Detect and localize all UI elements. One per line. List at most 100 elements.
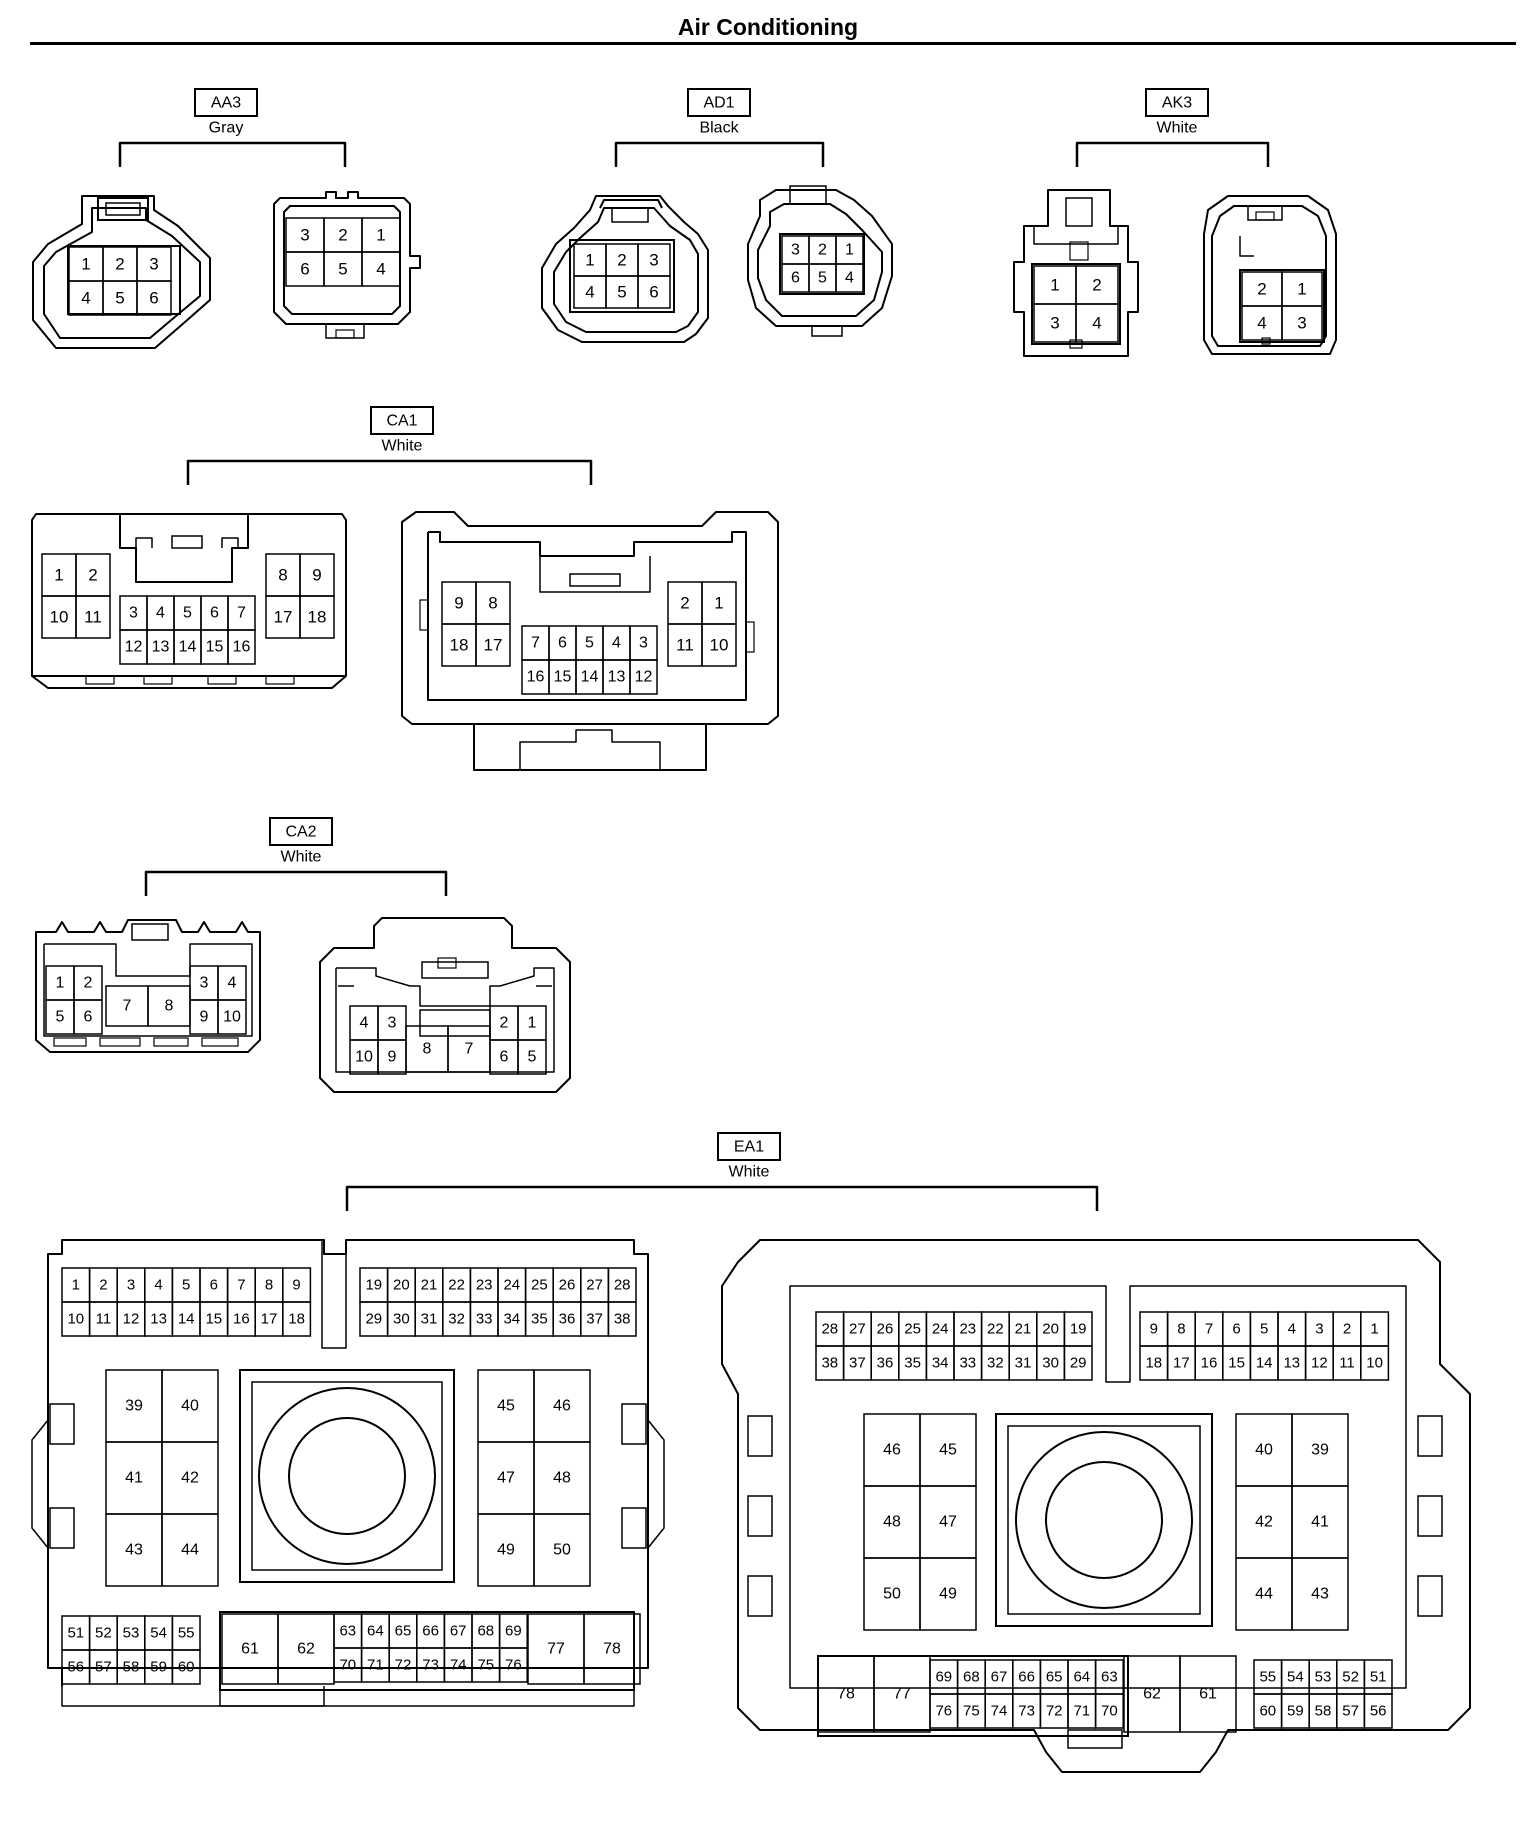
outline	[335, 967, 555, 1073]
pin-number: 9	[312, 566, 321, 585]
outline	[335, 329, 355, 339]
pin-number: 1	[1370, 1321, 1378, 1338]
outline	[1417, 1575, 1443, 1617]
pin-number: 16	[1201, 1355, 1218, 1372]
outline	[288, 1417, 406, 1535]
pin-number: 45	[939, 1442, 957, 1459]
pin-number: 54	[1287, 1669, 1304, 1686]
pin-number: 4	[81, 289, 90, 308]
pin-number: 44	[1255, 1586, 1273, 1603]
outline	[135, 537, 153, 548]
outline	[219, 1611, 635, 1691]
pin-number: 65	[1046, 1669, 1063, 1686]
pin-number: 2	[115, 255, 124, 274]
pin-number: 51	[67, 1625, 84, 1642]
pin-cell	[517, 1039, 547, 1075]
pin-number: 8	[488, 594, 497, 613]
outline	[67, 245, 181, 315]
outline	[614, 141, 825, 167]
pin-number: 33	[959, 1355, 976, 1372]
pin-cell	[1363, 1693, 1393, 1729]
pin-number: 78	[603, 1641, 621, 1658]
page-title: Air Conditioning	[677, 14, 859, 40]
outline	[345, 1185, 1099, 1211]
outline	[1075, 141, 1270, 167]
outline	[265, 675, 295, 685]
pin-number: 18	[288, 1311, 305, 1328]
pin-number: 3	[200, 975, 209, 992]
label-box	[687, 88, 751, 117]
pin-number: 24	[932, 1321, 949, 1338]
pin-number: 35	[531, 1311, 548, 1328]
pin-number: 49	[497, 1542, 515, 1559]
pin-number: 18	[308, 608, 327, 627]
connector-color: White	[1157, 120, 1198, 137]
pin-number: 1	[528, 1015, 537, 1032]
pin-number: 5	[56, 1009, 65, 1026]
pin-cell	[217, 999, 247, 1035]
pin-number: 35	[904, 1355, 921, 1372]
pin-number: 55	[178, 1625, 195, 1642]
pin-number: 7	[465, 1041, 474, 1058]
pin-number: 10	[50, 608, 69, 627]
pin-number: 32	[448, 1311, 465, 1328]
pin-number: 12	[635, 669, 653, 686]
pin-number: 2	[617, 251, 626, 270]
pin-number: 1	[1050, 276, 1059, 295]
connector-color: White	[729, 1164, 770, 1181]
pin-number: 64	[367, 1623, 384, 1640]
pin-number: 43	[1311, 1586, 1329, 1603]
pin-cell	[161, 1513, 219, 1587]
outline	[811, 325, 843, 337]
pin-number: 1	[56, 975, 65, 992]
pin-number: 17	[1173, 1355, 1190, 1372]
pin-cell	[607, 1301, 637, 1337]
label-box	[269, 817, 333, 846]
pin-number: 66	[1018, 1669, 1035, 1686]
outline	[119, 514, 249, 583]
pin-number: 18	[450, 636, 469, 655]
pin-number: 3	[388, 1015, 397, 1032]
outline	[519, 729, 661, 770]
pin-number: 40	[181, 1398, 199, 1415]
outline	[1203, 195, 1337, 355]
pin-cell	[136, 280, 172, 316]
pin-number: 53	[123, 1625, 140, 1642]
pin-number: 57	[1342, 1703, 1359, 1720]
pin-number: 16	[233, 1311, 250, 1328]
outline	[1065, 197, 1093, 227]
pin-number: 6	[649, 283, 658, 302]
pin-number: 3	[649, 251, 658, 270]
pin-number: 69	[935, 1669, 952, 1686]
pin-number: 10	[223, 1009, 241, 1026]
pin-number: 2	[88, 566, 97, 585]
pin-cell	[637, 275, 671, 309]
pin-number: 6	[210, 605, 219, 622]
outline	[1247, 205, 1283, 221]
outline	[43, 943, 253, 1037]
pin-number: 23	[476, 1277, 493, 1294]
pin-number: 2	[500, 1015, 509, 1032]
pin-number: 1	[81, 255, 90, 274]
pin-number: 4	[360, 1015, 369, 1032]
connector-id: CA1	[386, 413, 417, 430]
outline	[553, 207, 699, 333]
pin-cell	[498, 1647, 528, 1683]
pin-number: 7	[237, 1277, 245, 1294]
pin-number: 25	[904, 1321, 921, 1338]
pin-number: 13	[1283, 1355, 1300, 1372]
pin-number: 7	[237, 605, 246, 622]
pin-number: 9	[388, 1049, 397, 1066]
connector-id: CA2	[285, 824, 316, 841]
pin-number: 12	[123, 1311, 140, 1328]
pin-number: 11	[1339, 1355, 1355, 1372]
pin-cell	[227, 629, 256, 665]
outline	[1211, 205, 1327, 347]
pin-number: 75	[963, 1703, 980, 1720]
pin-cell	[1094, 1693, 1124, 1729]
outline	[1239, 236, 1254, 257]
pin-number: 6	[84, 1009, 93, 1026]
pin-number: 10	[1366, 1355, 1383, 1372]
